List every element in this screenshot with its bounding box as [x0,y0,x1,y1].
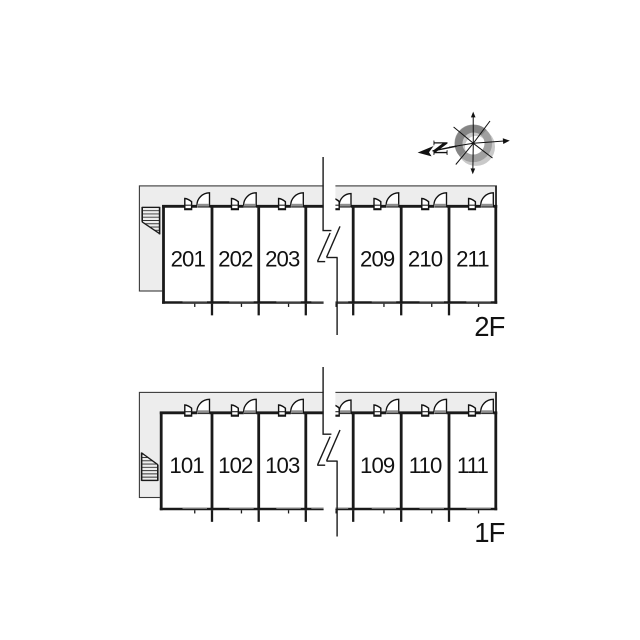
svg-text:209: 209 [360,246,395,271]
svg-text:2F: 2F [474,311,505,342]
svg-text:201: 201 [171,246,206,271]
svg-text:110: 110 [409,453,442,478]
svg-text:101: 101 [169,453,204,478]
svg-text:102: 102 [218,453,253,478]
svg-text:109: 109 [360,453,395,478]
svg-text:N: N [429,140,453,155]
svg-text:210: 210 [408,246,443,271]
svg-text:103: 103 [265,453,300,478]
svg-text:202: 202 [218,246,253,271]
svg-text:211: 211 [456,246,489,271]
svg-text:111: 111 [457,453,489,478]
svg-text:1F: 1F [474,517,505,548]
svg-text:203: 203 [265,246,300,271]
